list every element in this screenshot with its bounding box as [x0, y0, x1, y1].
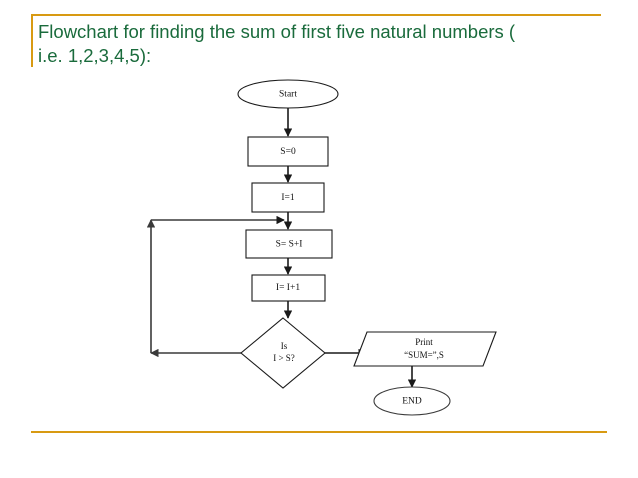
node-init-i-label: I=1: [281, 193, 295, 203]
node-init-s: S=0: [247, 136, 329, 167]
top-divider-rule: [31, 14, 601, 16]
node-end-label: END: [402, 397, 422, 407]
node-end: END: [373, 386, 451, 416]
input-output-shape-print: [353, 331, 497, 367]
node-init-i: I=1: [251, 182, 325, 213]
node-sum-label: S= S+I: [276, 240, 303, 250]
node-start-label: Start: [279, 90, 297, 100]
node-init-s-label: S=0: [280, 147, 296, 157]
node-print: Print “SUM=”,S: [353, 331, 497, 367]
process-shape-incr: [251, 274, 326, 302]
bottom-divider-rule: [31, 431, 607, 433]
node-decision: Is I > S?: [240, 317, 326, 389]
page-title: Flowchart for finding the sum of first f…: [38, 20, 608, 68]
node-decision-label-line-1: Is: [281, 341, 288, 351]
title-line-2: i.e. 1,2,3,4,5):: [38, 45, 152, 66]
terminator-shape-start: [237, 79, 339, 109]
node-incr: I= I+1: [251, 274, 326, 302]
node-print-label-line-2: “SUM=”,S: [404, 350, 444, 360]
node-sum: S= S+I: [245, 229, 333, 259]
node-decision-label-line-2: I > S?: [273, 353, 295, 363]
node-print-label-line-1: Print: [415, 337, 433, 347]
process-shape-init-i: [251, 182, 325, 213]
title-line-1: Flowchart for finding the sum of first f…: [38, 21, 516, 42]
process-shape-sum: [245, 229, 333, 259]
node-start: Start: [237, 79, 339, 109]
process-shape-init-s: [247, 136, 329, 167]
terminator-shape-end: [373, 386, 451, 416]
decision-shape: [240, 317, 326, 389]
node-incr-label: I= I+1: [276, 283, 300, 293]
title-accent-bar: [31, 15, 33, 67]
